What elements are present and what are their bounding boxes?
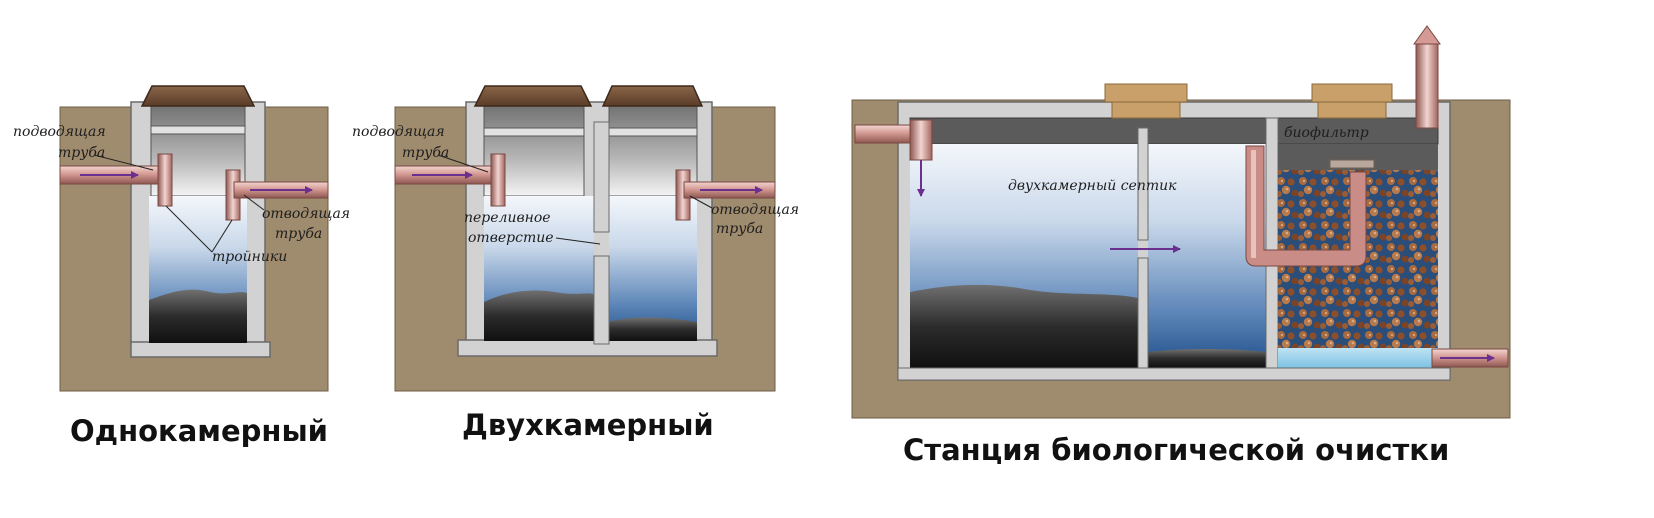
- top-slab: [909, 117, 1439, 145]
- hatch-left: [1104, 83, 1188, 103]
- transfer-pipe: [1245, 145, 1367, 267]
- label-outlet-1: отводящая: [262, 206, 350, 222]
- double-chamber-panel: подводящая труба переливное отверстие от…: [352, 85, 799, 442]
- tank-base: [457, 339, 718, 357]
- biofilter-water: [1278, 348, 1438, 368]
- partition-lower: [593, 255, 610, 345]
- label-septic: двухкамерный септик: [1008, 178, 1177, 194]
- sprinkler: [1329, 159, 1375, 169]
- caption-single: Однокамерный: [70, 414, 328, 448]
- sludge: [149, 289, 247, 343]
- caption-double: Двухкамерный: [462, 408, 714, 442]
- leader-outlet: [243, 194, 265, 211]
- sludge-left: [484, 290, 594, 341]
- leader-outlet: [689, 195, 713, 209]
- label-biofilter: биофильтр: [1284, 125, 1369, 141]
- biofilter-wall: [1265, 117, 1279, 371]
- neck-ring-right: [608, 127, 698, 137]
- label-outlet-2: труба: [716, 221, 763, 237]
- partition-upper: [1137, 127, 1149, 241]
- hatch-right-base: [1317, 101, 1387, 119]
- lid-right: [601, 85, 704, 107]
- bio-station-panel: двухкамерный септик биофильтр Станция би…: [851, 25, 1511, 467]
- hatch-left-base: [1111, 101, 1181, 119]
- transfer-pipe-shine: [1251, 150, 1256, 258]
- single-chamber-panel: подводящая труба отводящая труба тройник…: [13, 85, 350, 448]
- caption-station: Станция биологической очистки: [903, 433, 1449, 467]
- inlet-tee: [490, 153, 506, 207]
- vent-pipe: [1415, 43, 1439, 129]
- label-tees: тройники: [212, 249, 287, 265]
- neck-ring: [150, 125, 246, 135]
- leader-tees-a: [165, 205, 213, 253]
- label-inlet-1: подводящая: [13, 124, 106, 140]
- neck-ring-left: [483, 127, 585, 137]
- lid-left: [473, 85, 593, 107]
- partition-upper: [593, 121, 610, 233]
- inlet-pipe: [854, 124, 918, 144]
- label-overflow-2: отверстие: [468, 230, 554, 246]
- label-inlet-1: подводящая: [352, 124, 445, 140]
- inlet-tee: [157, 153, 173, 207]
- sludge-chamber-1: [910, 284, 1138, 368]
- partition-lower: [1137, 257, 1149, 371]
- label-inlet-2: труба: [402, 145, 449, 161]
- label-overflow-1: переливное: [464, 210, 551, 226]
- sludge-right: [609, 317, 697, 341]
- leader-tees-b: [211, 219, 233, 253]
- vent-cap: [1413, 25, 1441, 45]
- leader-inlet: [93, 154, 154, 171]
- sludge-chamber-2: [1148, 349, 1266, 368]
- hatch-right: [1311, 83, 1393, 103]
- tank-lid: [140, 85, 256, 107]
- tank-base-line: [897, 367, 1451, 381]
- label-outlet-2: труба: [275, 226, 322, 242]
- label-outlet-1: отводящая: [711, 202, 799, 218]
- inlet-elbow: [909, 119, 933, 161]
- leader-overflow: [555, 237, 601, 245]
- tank-base: [130, 341, 271, 358]
- label-inlet-2: труба: [58, 145, 105, 161]
- leader-inlet: [437, 154, 489, 173]
